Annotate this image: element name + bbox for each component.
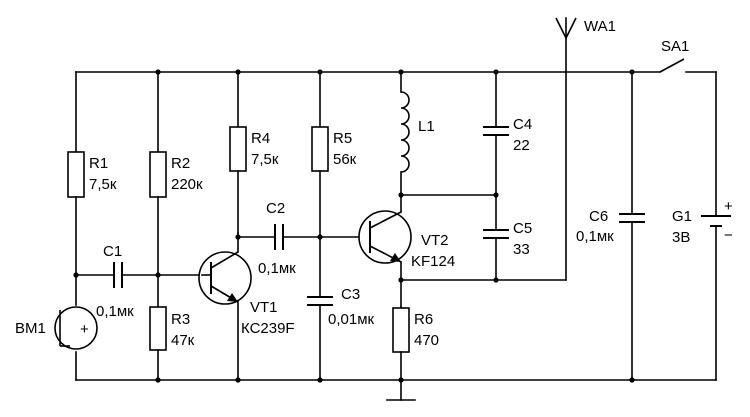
- r4-value: 7,5к: [251, 151, 279, 168]
- vt1-transistor: [198, 232, 252, 381]
- r5-value: 56к: [333, 151, 357, 168]
- c5-value: 33: [513, 241, 530, 258]
- r4-resistor: [229, 126, 247, 172]
- junction-dots: [73, 69, 635, 383]
- r5-c3-branch: [307, 71, 333, 381]
- r3-value: 47к: [171, 332, 195, 349]
- junction-dot: [398, 277, 404, 283]
- r1-label: R1: [89, 155, 108, 172]
- l1-label: L1: [418, 118, 435, 135]
- c1-label: C1: [103, 243, 122, 260]
- vt2-value: KF124: [411, 253, 455, 270]
- c6-label: C6: [589, 208, 608, 225]
- junction-dot: [235, 69, 241, 75]
- r6-label: R6: [414, 311, 433, 328]
- c5-label: C5: [513, 220, 532, 237]
- junction-dot: [317, 377, 323, 383]
- junction-dot: [398, 69, 404, 75]
- junction-dot: [155, 69, 161, 75]
- c6-branch: [619, 71, 645, 381]
- r3-resistor: [149, 306, 167, 351]
- sa1-switch: [659, 58, 685, 73]
- r1-value: 7,5к: [89, 176, 117, 193]
- r1-branch: [67, 71, 85, 381]
- r4-branch: [229, 71, 247, 234]
- r5-label: R5: [333, 130, 352, 147]
- g1-value: 3В: [672, 229, 690, 246]
- junction-dot: [73, 272, 79, 278]
- wa1-label: WA1: [584, 18, 616, 35]
- bm1-label: BM1: [15, 320, 46, 337]
- c4-c5-branch: [400, 71, 509, 281]
- sa1-label: SA1: [661, 38, 689, 55]
- c1-value: 0,1мк: [96, 303, 134, 320]
- junction-dot: [317, 69, 323, 75]
- r2-label: R2: [171, 155, 190, 172]
- g1-minus-sign: −: [724, 227, 733, 244]
- c1-branch: [75, 262, 203, 288]
- c2-value: 0,1мк: [258, 260, 296, 277]
- g1-battery: [701, 71, 731, 381]
- junction-dot: [493, 69, 499, 75]
- junction-dot: [155, 377, 161, 383]
- vt1-label: VT1: [250, 299, 278, 316]
- c3-label: C3: [341, 286, 360, 303]
- r2-value: 220к: [171, 176, 203, 193]
- g1-label: G1: [672, 208, 692, 225]
- junction-dot: [398, 377, 404, 383]
- junction-dot: [398, 192, 404, 198]
- g1-plus-sign: +: [724, 198, 733, 215]
- vt1-value: КС239F: [241, 320, 295, 337]
- r5-resistor: [311, 126, 329, 172]
- wa1-antenna: [495, 17, 577, 281]
- junction-dot: [235, 234, 241, 240]
- r2-resistor: [149, 151, 167, 198]
- junction-dot: [317, 234, 323, 240]
- r6-resistor: [392, 307, 410, 353]
- r3-label: R3: [171, 311, 190, 328]
- junction-dot: [629, 377, 635, 383]
- c3-value: 0,01мк: [328, 311, 375, 328]
- junction-dot: [493, 277, 499, 283]
- c4-label: C4: [513, 116, 532, 133]
- c4-value: 22: [513, 137, 530, 154]
- junction-dot: [493, 192, 499, 198]
- c2-branch: [237, 224, 371, 250]
- r6-branch: [386, 279, 497, 401]
- junction-dot: [629, 69, 635, 75]
- r1-resistor: [67, 151, 85, 198]
- r6-value: 470: [414, 332, 439, 349]
- c6-value: 0,1мк: [576, 228, 614, 245]
- bm1-plus-sign: +: [80, 321, 89, 338]
- r4-label: R4: [251, 130, 270, 147]
- l1-inductor: [400, 71, 410, 196]
- junction-dot: [235, 377, 241, 383]
- vt2-label: VT2: [421, 232, 449, 249]
- bm1-microphone: +: [54, 306, 98, 350]
- junction-dot: [155, 272, 161, 278]
- vt2-transistor: [358, 194, 412, 308]
- r2-r3-branch: [149, 71, 167, 381]
- c2-label: C2: [266, 200, 285, 217]
